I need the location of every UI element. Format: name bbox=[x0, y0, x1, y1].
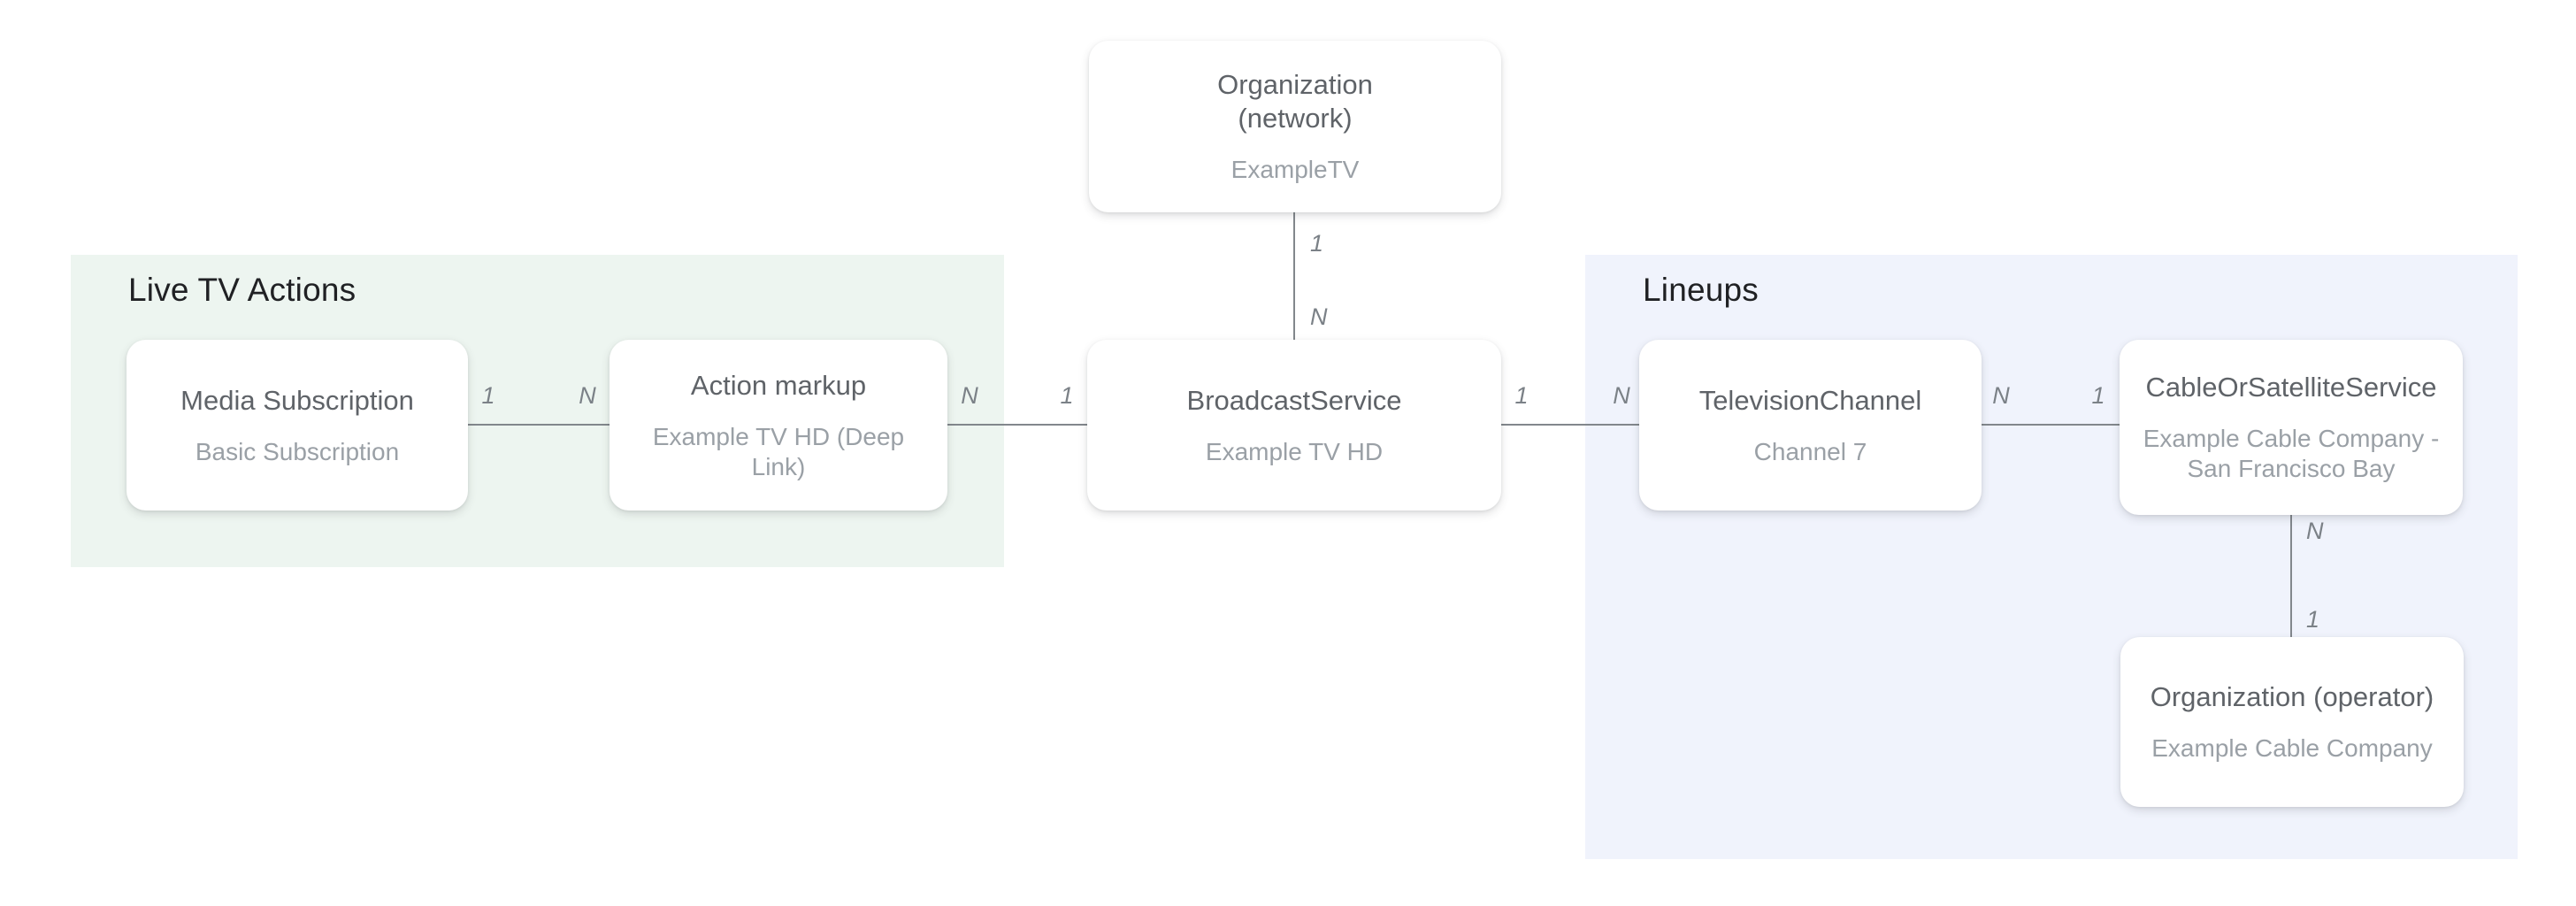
node-broadcast-service-title: BroadcastService bbox=[1186, 384, 1402, 416]
node-action-markup-title: Action markup bbox=[690, 369, 867, 401]
node-broadcast-service: BroadcastService Example TV HD bbox=[1087, 340, 1501, 511]
cardinality-label: N bbox=[1613, 382, 1630, 409]
node-organization-operator-subtitle: Example Cable Company bbox=[2151, 734, 2433, 762]
node-television-channel: TelevisionChannel Channel 7 bbox=[1639, 340, 1982, 511]
cardinality-label: 1 bbox=[2091, 382, 2105, 409]
node-cable-or-satellite-service-title: CableOrSatelliteService bbox=[2145, 372, 2437, 403]
connector-cable-to-operator bbox=[2290, 511, 2292, 637]
cardinality-label: 1 bbox=[1060, 382, 1074, 409]
connector-broadcast-to-tv bbox=[1501, 424, 1639, 426]
cardinality-label: 1 bbox=[1310, 230, 1324, 257]
node-cable-or-satellite-service-subtitle: Example Cable Company - San Francisco Ba… bbox=[2143, 425, 2440, 482]
cardinality-label: 1 bbox=[2306, 606, 2320, 633]
group-lineups-label: Lineups bbox=[1643, 272, 1760, 308]
node-media-subscription-subtitle: Basic Subscription bbox=[195, 437, 400, 465]
cardinality-label: 1 bbox=[1514, 382, 1529, 409]
cardinality-label: 1 bbox=[481, 382, 495, 409]
connector-media-to-action bbox=[468, 424, 610, 426]
connector-action-to-broadcast bbox=[947, 424, 1087, 426]
connector-network-to-broadcast bbox=[1293, 212, 1295, 340]
node-television-channel-subtitle: Channel 7 bbox=[1753, 437, 1867, 465]
connector-tv-to-cable bbox=[1982, 424, 2120, 426]
node-action-markup-subtitle: Example TV HD (Deep Link) bbox=[652, 422, 905, 480]
node-organization-operator-title: Organization (operator) bbox=[2150, 681, 2434, 712]
cardinality-label: N bbox=[2306, 518, 2324, 544]
cardinality-label: N bbox=[961, 382, 978, 409]
node-organization-network-subtitle: ExampleTV bbox=[1230, 156, 1360, 183]
group-live-tv-actions-label: Live TV Actions bbox=[128, 272, 356, 308]
node-media-subscription-title: Media Subscription bbox=[180, 384, 414, 416]
node-organization-operator: Organization (operator) Example Cable Co… bbox=[2120, 637, 2464, 807]
cardinality-label: N bbox=[1310, 303, 1328, 330]
node-media-subscription: Media Subscription Basic Subscription bbox=[126, 340, 468, 511]
node-television-channel-title: TelevisionChannel bbox=[1698, 384, 1922, 416]
node-broadcast-service-subtitle: Example TV HD bbox=[1205, 437, 1384, 465]
cardinality-label: N bbox=[1992, 382, 2010, 409]
node-organization-network: Organization (network) ExampleTV bbox=[1089, 41, 1501, 212]
node-organization-network-title: Organization (network) bbox=[1217, 69, 1373, 134]
node-action-markup: Action markup Example TV HD (Deep Link) bbox=[610, 340, 947, 511]
node-cable-or-satellite-service: CableOrSatelliteService Example Cable Co… bbox=[2120, 340, 2463, 515]
cardinality-label: N bbox=[579, 382, 596, 409]
